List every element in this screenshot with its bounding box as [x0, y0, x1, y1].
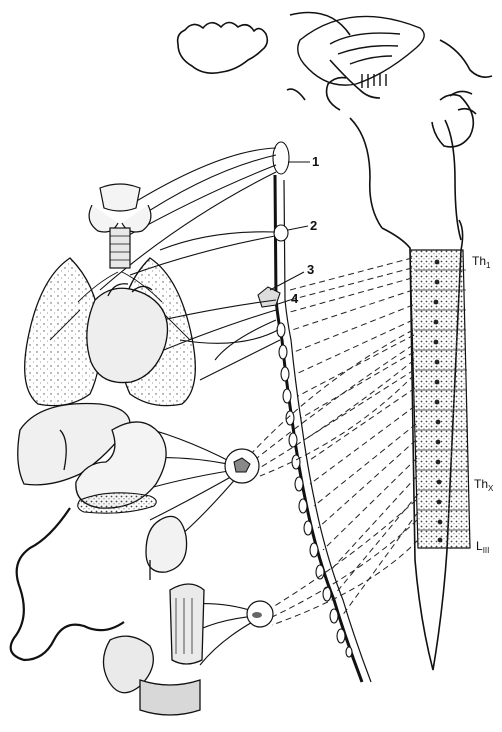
spinal-cord — [382, 220, 470, 670]
ganglion-label-4: 4 — [291, 291, 299, 306]
ganglion-label-3: 3 — [307, 262, 314, 277]
segment-label-th1: Th1 — [472, 254, 491, 270]
kidney — [146, 516, 187, 580]
ganglion-label-1: 1 — [312, 154, 319, 169]
intestines — [11, 508, 124, 660]
segment-labels: Th1 ThX LIII — [472, 254, 494, 555]
ganglion-label-2: 2 — [310, 218, 317, 233]
pelvic-organs — [103, 584, 204, 715]
segment-label-thx: ThX — [474, 477, 494, 493]
celiac-ganglion — [225, 449, 259, 483]
cerebellum — [298, 16, 424, 88]
segment-label-liii: LIII — [476, 539, 489, 555]
brain-outline — [178, 13, 492, 101]
trunk-ganglia-chain — [258, 142, 352, 657]
brainstem-outline — [327, 78, 477, 240]
preganglionic-fibers — [250, 258, 418, 625]
inferior-mesenteric-ganglion — [247, 601, 273, 627]
